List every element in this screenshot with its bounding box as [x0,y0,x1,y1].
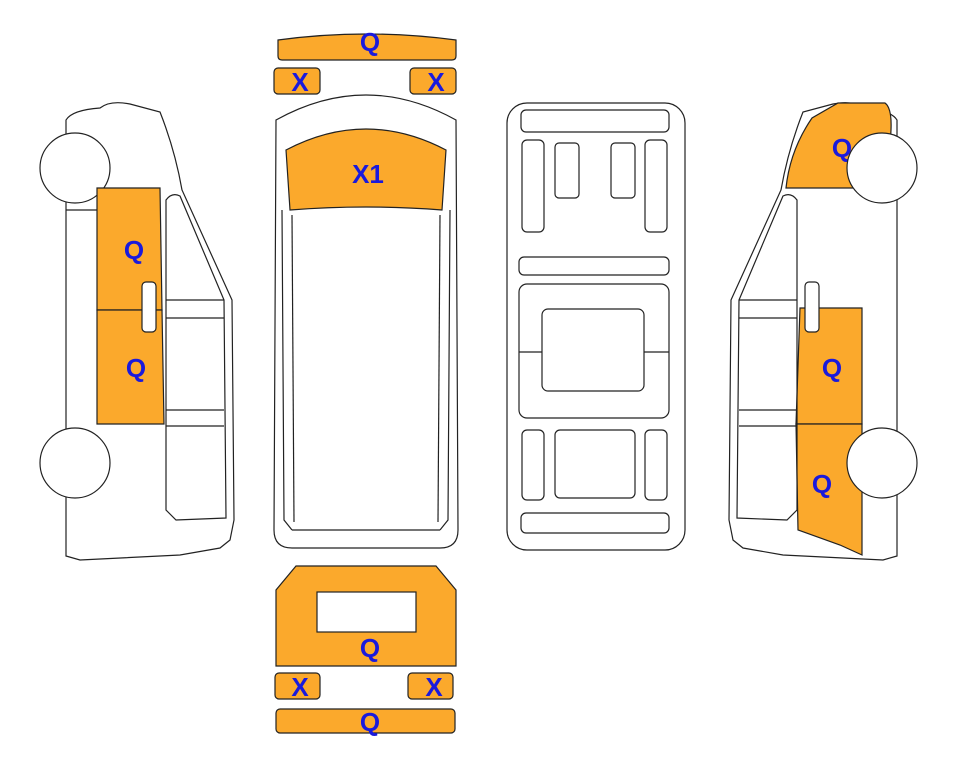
rear-right-light-label: X [425,672,443,702]
front-right-headlight-label: X [427,67,445,97]
windscreen-panel[interactable] [285,128,447,211]
rear-window [316,591,417,633]
right-front-wheel [846,132,918,204]
front-bumper-label: Q [360,27,380,57]
right-rear-label: Q [812,469,832,499]
under-seat-2 [554,142,580,199]
windscreen-label: X1 [352,159,384,189]
rear-right-light-panel[interactable] [407,672,454,700]
right-rear-wheel [846,427,918,499]
left-door-handle [141,281,157,333]
under-seat-4 [644,139,668,233]
left-front-door-label: Q [124,235,144,265]
front-right-headlight-panel[interactable] [409,67,457,95]
right-door-label: Q [822,353,842,383]
rear-left-light-panel[interactable] [274,672,321,700]
under-rear-right [644,429,668,501]
tailgate-label: Q [360,633,380,663]
roof-left-inner [291,214,295,523]
under-seat-3 [610,142,636,199]
rear-bumper-label: Q [360,707,380,737]
underside-view [506,102,686,551]
front-left-headlight-label: X [291,67,309,97]
left-rear-wheel [39,427,111,499]
rear-left-light-label: X [291,672,309,702]
under-mid-bar [518,256,670,276]
front-view: Q X X [273,27,457,97]
rear-view: Q X X Q [274,565,457,737]
left-side-view: Q Q [39,102,235,561]
front-left-headlight-panel[interactable] [273,67,321,95]
under-rear-left [521,429,545,501]
top-view: X1 [273,94,459,549]
left-front-wheel [39,132,111,204]
under-seat-1 [521,139,545,233]
right-side-view: Q Q Q [728,102,918,561]
right-front-wing-label: Q [832,133,852,163]
left-window-frame [165,194,227,521]
under-rear-bar [520,512,670,534]
right-rear-panel[interactable] [795,423,863,556]
under-cargo-center [541,308,645,392]
rear-bumper-panel[interactable] [275,708,456,734]
right-window-frame [736,194,798,521]
right-door-handle [804,281,820,333]
left-rear-door-panel[interactable] [96,309,165,425]
left-rear-door-label: Q [126,353,146,383]
under-front-bar [520,109,670,133]
front-bumper-panel[interactable] [277,33,457,61]
roof-left-rail [281,209,293,531]
roof-right-rail [439,209,451,531]
roof-right-inner [437,214,441,523]
under-rear-center [554,429,636,499]
